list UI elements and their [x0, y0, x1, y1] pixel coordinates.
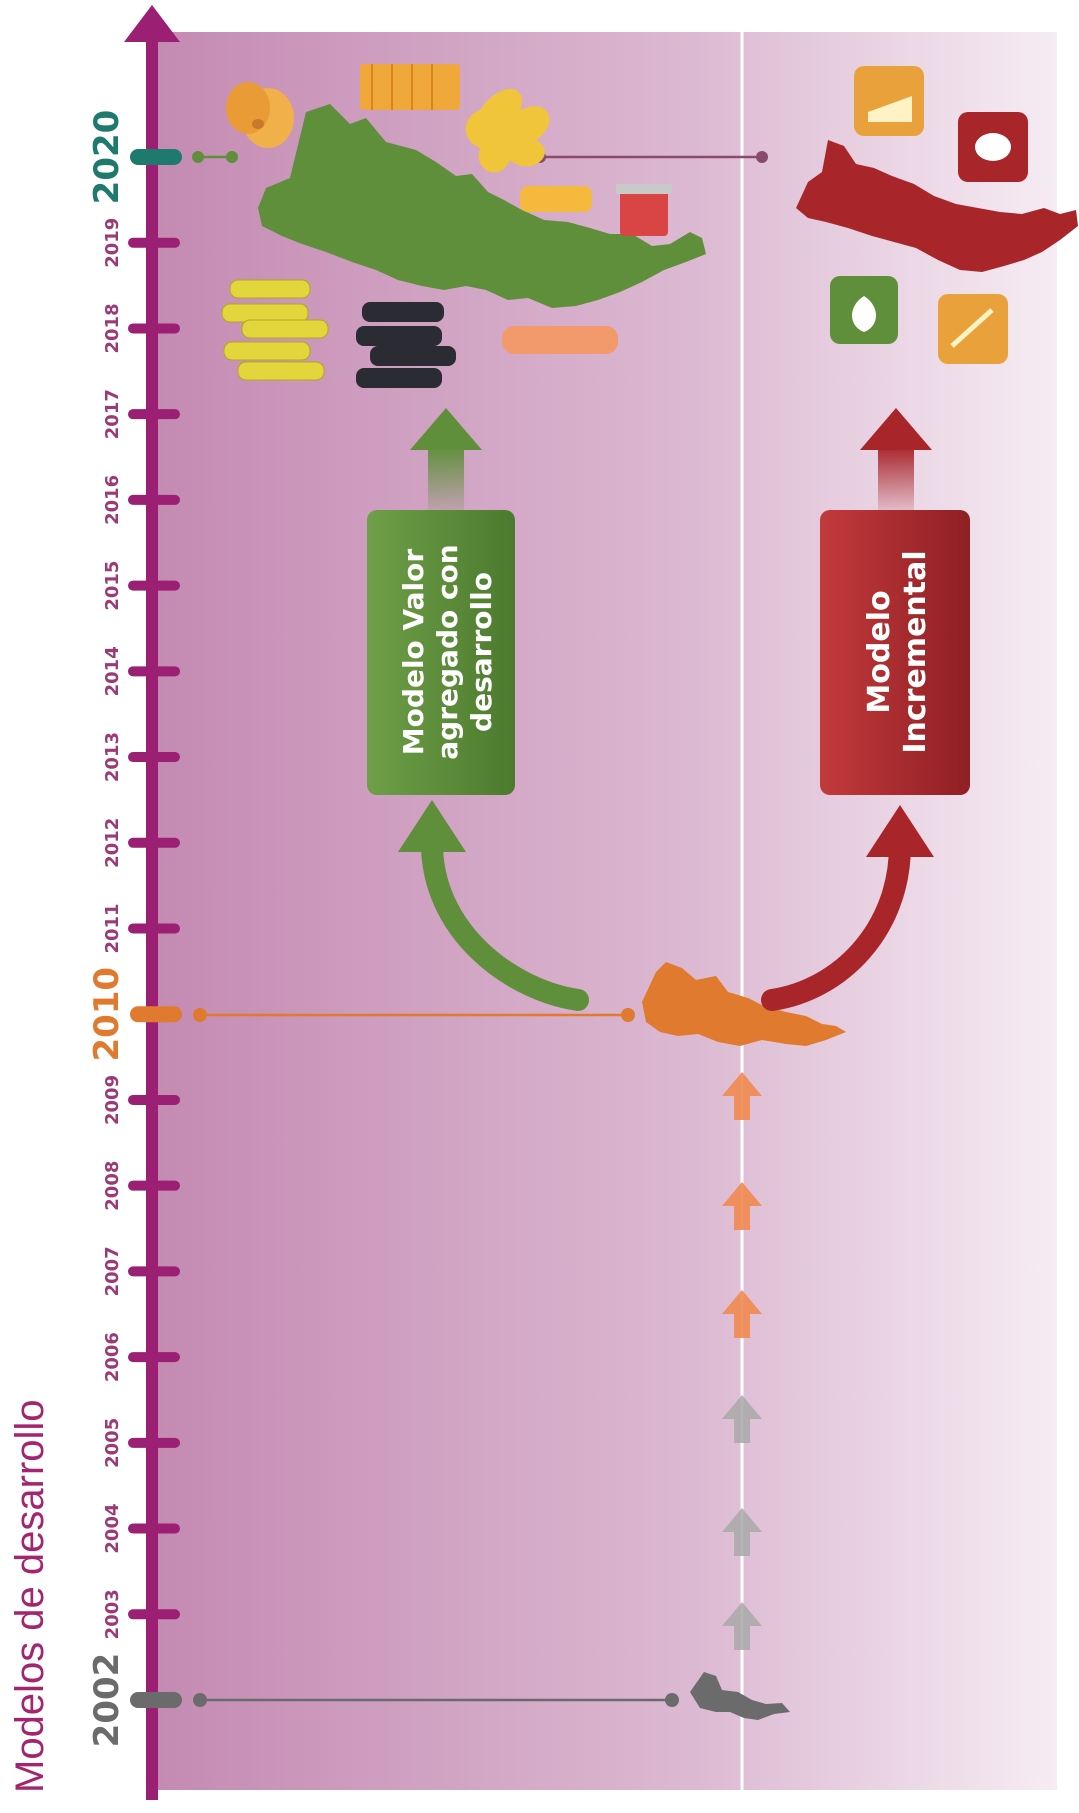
- year-tick-2014: [128, 666, 180, 677]
- map-2010: [642, 962, 846, 1046]
- year-label-2007: 2007: [102, 1246, 123, 1296]
- progress-arrows: [722, 1072, 762, 1650]
- year-label-2019: 2019: [102, 218, 123, 268]
- year-tick-2006: [128, 1352, 180, 1363]
- year-tick-2018: [128, 323, 180, 334]
- year-label-2005: 2005: [102, 1418, 123, 1468]
- year-tick-2016: [128, 494, 180, 505]
- year-tick-2017: [128, 409, 180, 420]
- year-tick-2020: [130, 149, 182, 165]
- green-line-3: desarrollo: [465, 572, 498, 732]
- model-text-green: Modelo Valor agregado con desarrollo: [397, 544, 498, 759]
- year-label-2020: 2020: [87, 110, 127, 205]
- crackers-icon: [360, 64, 460, 110]
- model-text-red: Modelo Incremental: [862, 550, 933, 753]
- cheese-icon: [854, 66, 924, 136]
- year-label-2009: 2009: [102, 1075, 123, 1125]
- map-2002: [690, 1672, 790, 1720]
- year-label-2003: 2003: [102, 1589, 123, 1639]
- connector-2002: [193, 1693, 679, 1707]
- year-tick-2015: [128, 580, 180, 591]
- year-tick-2012: [128, 837, 180, 848]
- axis-arrow-head: [124, 5, 180, 42]
- year-label-2010: 2010: [87, 967, 127, 1062]
- up-arrow-red: [860, 408, 932, 510]
- pasta-icon: [465, 88, 550, 173]
- year-tick-2005: [128, 1437, 180, 1448]
- model-box-green: [367, 510, 515, 795]
- year-label-2012: 2012: [102, 818, 123, 868]
- model-box-red: [820, 510, 970, 795]
- green-line-1: Modelo Valor: [397, 549, 430, 756]
- year-label-2011: 2011: [102, 903, 123, 953]
- rose-bottle-icon: [502, 326, 618, 354]
- up-arrow-green: [410, 408, 482, 510]
- year-label-2015: 2015: [102, 561, 123, 611]
- map-2020-green: [258, 104, 706, 308]
- red-line-2: Incremental: [898, 550, 933, 753]
- year-tick-2019: [128, 237, 180, 248]
- cheese-snack-icon: [520, 186, 592, 212]
- map-2020-red: [796, 140, 1078, 272]
- year-label-2008: 2008: [102, 1161, 123, 1211]
- curve-arrow-red: [761, 834, 911, 1011]
- red-wine-bottles-icon: [356, 302, 456, 388]
- year-tick-2009: [128, 1094, 180, 1105]
- year-label-2017: 2017: [102, 389, 123, 439]
- year-label-2018: 2018: [102, 303, 123, 353]
- jam-jar-icon: [616, 184, 672, 236]
- year-tick-2007: [128, 1266, 180, 1277]
- year-label-2014: 2014: [102, 646, 123, 696]
- year-tick-2002: [130, 1692, 182, 1708]
- white-wine-bottles-icon: [221, 279, 329, 381]
- year-tick-2003: [128, 1609, 180, 1620]
- year-label-2016: 2016: [102, 475, 123, 525]
- year-tick-2013: [128, 752, 180, 763]
- connector-2010: [193, 1008, 635, 1022]
- wheat-icon: [938, 294, 1008, 364]
- year-tick-2008: [128, 1180, 180, 1191]
- year-tick-2011: [128, 923, 180, 934]
- red-line-1: Modelo: [862, 590, 897, 713]
- leaf-icon: [830, 276, 898, 344]
- meat-icon: [958, 112, 1028, 182]
- year-label-2013: 2013: [102, 732, 123, 782]
- year-tick-2010: [130, 1006, 182, 1023]
- year-tick-2004: [128, 1523, 180, 1534]
- cookie-icon: [226, 82, 294, 148]
- curve-arrow-green: [420, 829, 589, 1011]
- year-label-2004: 2004: [102, 1504, 123, 1554]
- year-label-2006: 2006: [102, 1332, 123, 1382]
- green-line-2: agregado con: [431, 544, 464, 759]
- year-label-2002: 2002: [87, 1653, 127, 1748]
